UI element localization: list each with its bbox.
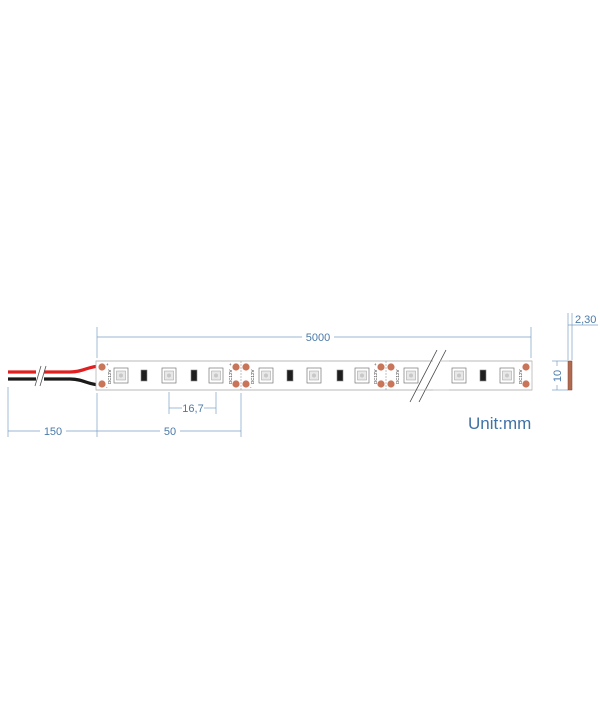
led-chip bbox=[208, 367, 224, 384]
dimension-cut-section: 50 bbox=[164, 426, 176, 438]
dimension-total-length: 5000 bbox=[306, 332, 330, 344]
unit-label: Unit:mm bbox=[468, 414, 531, 433]
resistor bbox=[336, 369, 344, 382]
led-chip bbox=[499, 367, 515, 384]
resistor bbox=[190, 369, 198, 382]
led-chip bbox=[306, 367, 322, 384]
pad-minus-marking: - bbox=[106, 385, 108, 390]
lead-wires bbox=[8, 364, 102, 387]
led-chip bbox=[451, 367, 467, 384]
led-chip bbox=[258, 367, 274, 384]
pad-plus-marking: + bbox=[106, 362, 109, 367]
led-chip bbox=[403, 367, 419, 384]
dimension-lead-wire: 150 bbox=[44, 426, 62, 438]
led-chip bbox=[354, 367, 370, 384]
strip-break-mark bbox=[409, 349, 438, 403]
wire-break-mark bbox=[39, 365, 47, 387]
voltage-marking: DC12V bbox=[250, 369, 255, 384]
copper-pads bbox=[98, 363, 530, 388]
strip-side-profile bbox=[567, 360, 573, 391]
pad-minus-marking: - bbox=[250, 385, 252, 390]
voltage-marking: DC12V bbox=[228, 369, 233, 384]
resistor bbox=[140, 369, 148, 382]
resistor bbox=[286, 369, 294, 382]
led-chip bbox=[161, 367, 177, 384]
dimension-thickness: 2,30 bbox=[575, 314, 596, 326]
pad-plus-marking: + bbox=[229, 362, 232, 367]
wire-black bbox=[8, 377, 102, 387]
voltage-marking: DC12V bbox=[107, 369, 112, 384]
led-strip: DC12V DC12V DC12V DC12V DC12V DC12V + + … bbox=[95, 349, 533, 403]
dimension-lines bbox=[7, 313, 598, 437]
wire-red bbox=[8, 364, 102, 374]
voltage-marking: DC12V bbox=[373, 369, 378, 384]
led-chip bbox=[113, 367, 129, 384]
strip-break-mark bbox=[418, 349, 447, 403]
voltage-marking: DC12V bbox=[518, 369, 523, 384]
strip-components bbox=[113, 367, 515, 384]
pad-plus-marking: + bbox=[374, 362, 377, 367]
wire-break-mark bbox=[34, 365, 42, 387]
dimension-led-pitch: 16,7 bbox=[182, 403, 203, 415]
dimension-width: 10 bbox=[552, 370, 564, 382]
voltage-marking: DC12V bbox=[395, 369, 400, 384]
resistor bbox=[479, 369, 487, 382]
